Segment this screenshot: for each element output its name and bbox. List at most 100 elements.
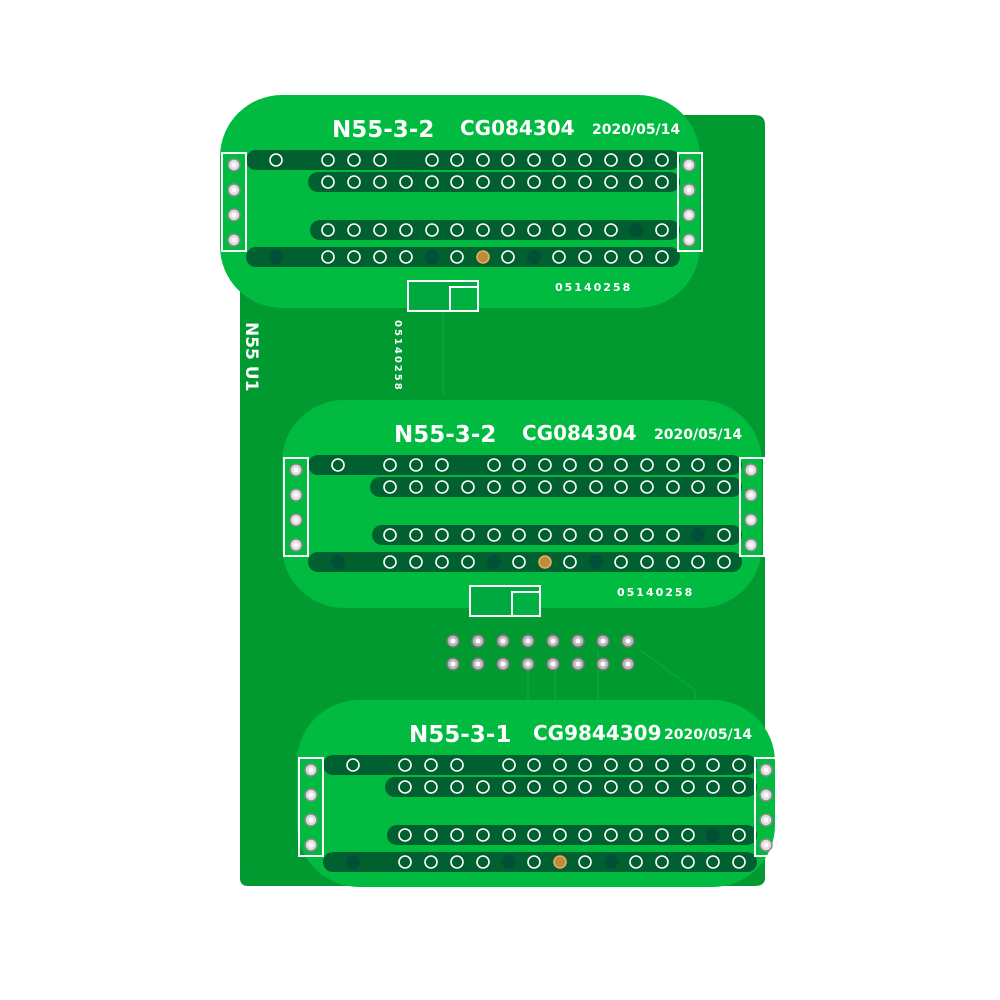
via-hole [512,458,526,472]
via-hole [717,528,731,542]
via-hole [681,828,695,842]
via-hole [552,153,566,167]
via-hole [425,175,439,189]
pad-strip [308,172,680,192]
via-hole [346,758,360,772]
via-hole [373,175,387,189]
via-hole [383,555,397,569]
via-hole [553,828,567,842]
via-hole [614,555,628,569]
via-hole [399,175,413,189]
side-header [298,757,324,857]
via-hole [614,528,628,542]
via-hole [321,153,335,167]
via-hole [398,855,412,869]
via-hole [383,458,397,472]
via-hole [655,758,669,772]
gold-hole [538,555,552,569]
via-hole [450,250,464,264]
via-hole [666,480,680,494]
via-hole [476,175,490,189]
via-hole [347,250,361,264]
via-hole [435,528,449,542]
via-hole [399,250,413,264]
via-hole [461,480,475,494]
module-date: 2020/05/14 [592,122,680,138]
via-hole [424,855,438,869]
via-hole [383,480,397,494]
center-pin-header [446,634,635,671]
via-hole [435,480,449,494]
via-hole [450,153,464,167]
via-hole [655,175,669,189]
module-name: N55-3-2 [332,117,434,143]
via-hole [399,223,413,237]
via-hole [450,855,464,869]
pad-strip [370,477,742,497]
via-hole [527,153,541,167]
via-hole [578,223,592,237]
module-code: CG9844309 [533,721,662,745]
via-hole [681,780,695,794]
via-hole [461,555,475,569]
via-hole [347,223,361,237]
via-hole [321,175,335,189]
via-hole [589,458,603,472]
via-hole [321,250,335,264]
side-label: N55 U1 [241,322,261,391]
via-hole [578,780,592,794]
via-hole [589,528,603,542]
via-hole [629,828,643,842]
via-hole [450,223,464,237]
via-hole [487,480,501,494]
via-hole [717,555,731,569]
via-hole [476,855,490,869]
side-header [677,152,703,252]
via-hole [604,828,618,842]
via-hole [347,175,361,189]
via-hole [527,758,541,772]
plugged-hole [527,250,541,264]
via-hole [666,528,680,542]
via-hole [538,458,552,472]
via-hole [553,758,567,772]
via-hole [501,223,515,237]
via-hole [655,153,669,167]
via-hole [501,250,515,264]
pad-strip [372,525,742,545]
via-hole [655,780,669,794]
via-hole [614,480,628,494]
via-hole [476,780,490,794]
side-header [739,457,765,557]
via-hole [269,153,283,167]
via-hole [476,828,490,842]
module-date: 2020/05/14 [654,427,742,443]
via-hole [604,250,618,264]
via-hole [717,458,731,472]
via-hole [655,223,669,237]
module-code: CG084304 [460,116,575,140]
plugged-hole [706,828,720,842]
via-hole [732,758,746,772]
via-hole [578,758,592,772]
via-hole [398,828,412,842]
via-hole [373,223,387,237]
module-serial: 05140258 [632,886,709,899]
via-hole [604,223,618,237]
via-hole [476,223,490,237]
via-hole [331,458,345,472]
via-hole [614,458,628,472]
via-hole [424,780,438,794]
via-hole [409,458,423,472]
via-hole [604,780,618,794]
via-hole [563,555,577,569]
via-hole [706,780,720,794]
via-hole [732,828,746,842]
via-hole [578,855,592,869]
via-hole [732,855,746,869]
pad-strip [385,777,757,797]
via-hole [666,555,680,569]
